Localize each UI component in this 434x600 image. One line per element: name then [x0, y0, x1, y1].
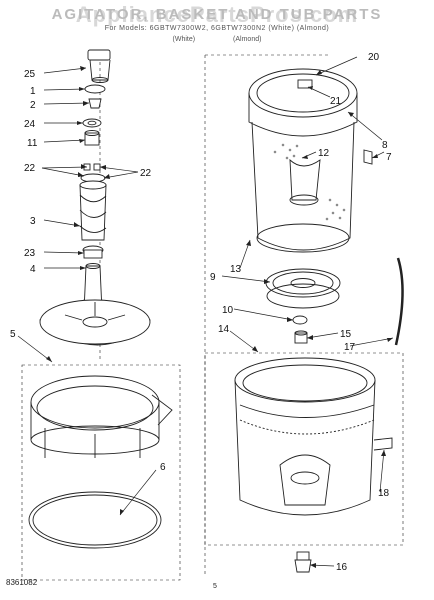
washer-basket: [248, 68, 358, 253]
outer-tub: [234, 357, 393, 516]
leader-arrowheads: [46, 66, 393, 568]
models-line: For Models: 6GBTW7300W2, 6GBTW7300N2 (Wh…: [104, 25, 330, 32]
part-11-shape: [84, 130, 100, 146]
basket-perforations: [273, 143, 346, 221]
left-parts-box: [21, 364, 181, 581]
right-parts-box: [204, 352, 404, 546]
balance-ring: [30, 375, 173, 458]
callout-4: 4: [30, 264, 36, 275]
callout-labels: 25 1 2 24 11 22 22 3 23 4 5 6 20 21 8 7 …: [10, 52, 392, 573]
tub-hose: [394, 257, 404, 346]
callout-14: 14: [218, 324, 230, 335]
page-number: 5: [213, 583, 217, 590]
callout-17: 17: [344, 342, 356, 353]
variant-almond: (Almond): [233, 36, 262, 43]
auger: [79, 180, 107, 241]
basket-drive-hub: [363, 149, 373, 165]
part-23-shape: [82, 245, 104, 259]
callout-12: 12: [318, 148, 330, 159]
callout-16: 16: [336, 562, 348, 573]
callout-22-right: 22: [140, 168, 152, 179]
callout-9: 9: [210, 272, 216, 283]
callout-13: 13: [230, 264, 242, 275]
agitator-cap: [87, 49, 111, 83]
watermark: AppliancePartsPros.com: [75, 2, 359, 27]
document-number: 8361082: [6, 578, 38, 587]
callout-8: 8: [382, 140, 388, 151]
callout-10: 10: [222, 305, 234, 316]
callout-22-left: 22: [24, 163, 36, 174]
part-24-shape: [82, 118, 102, 128]
callout-20: 20: [368, 52, 380, 63]
callout-3: 3: [30, 216, 36, 227]
callout-1: 1: [30, 86, 36, 97]
callout-5: 5: [10, 329, 16, 340]
callout-2: 2: [30, 100, 36, 111]
callout-11: 11: [27, 138, 38, 149]
diagram-title: AGITATOR, BASKET AND TUB PARTS: [51, 6, 383, 23]
callout-7: 7: [386, 152, 392, 163]
variant-white: (White): [172, 36, 196, 43]
part-1-shape: [84, 84, 106, 94]
callout-23: 23: [24, 248, 36, 259]
part-10-shape: [292, 315, 308, 325]
part-9-shape: [265, 268, 341, 309]
callout-15: 15: [340, 329, 352, 340]
callout-18: 18: [378, 488, 390, 499]
callout-24: 24: [24, 119, 36, 130]
part-15-shape: [294, 330, 308, 344]
part-2-shape: [88, 98, 102, 109]
callout-21: 21: [330, 96, 342, 107]
variant-line: (White) (Almond): [0, 36, 434, 43]
agitator-base: [39, 263, 151, 346]
tub-ring-seal: [28, 491, 162, 549]
callout-6: 6: [160, 462, 166, 473]
part-16-shape: [294, 551, 312, 573]
callout-25: 25: [24, 69, 36, 80]
